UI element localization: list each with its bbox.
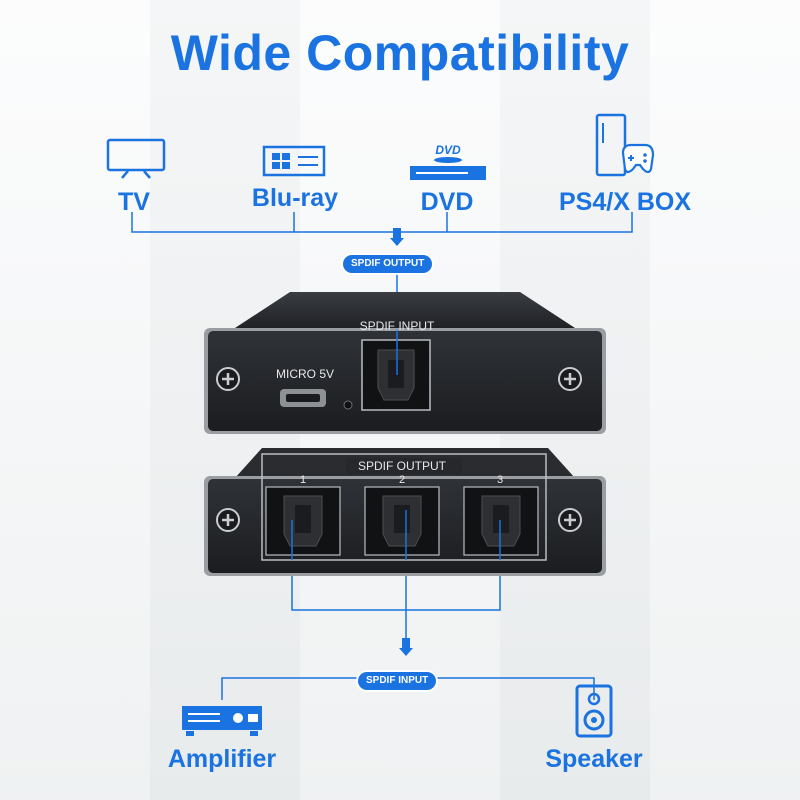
device-output-label: SPDIF OUTPUT bbox=[358, 459, 447, 473]
spdif-output-pill: SPDIF OUTPUT bbox=[343, 255, 433, 273]
speaker-icon bbox=[575, 684, 613, 738]
source-label-console: PS4/X BOX bbox=[559, 188, 691, 216]
source-label-bluray: Blu-ray bbox=[251, 184, 339, 212]
background-panel bbox=[0, 0, 150, 800]
tv-icon bbox=[106, 138, 166, 179]
amplifier-icon bbox=[182, 706, 262, 736]
source-label-tv: TV bbox=[118, 188, 150, 216]
device-micro-label: MICRO 5V bbox=[276, 367, 334, 381]
game-console-icon bbox=[595, 113, 655, 177]
port-number: 2 bbox=[399, 474, 405, 486]
optical-port bbox=[463, 486, 539, 556]
headline: Wide Compatibility bbox=[170, 25, 630, 81]
source-label-dvd: DVD bbox=[420, 188, 474, 216]
dvd-logo: DVD bbox=[435, 143, 461, 157]
destination-label-amplifier: Amplifier bbox=[167, 745, 277, 773]
device-input-label: SPDIF INPUT bbox=[360, 319, 435, 333]
splitter-device: SPDIF INPUT MICRO 5V SPDIF OUTPUT 1 2 3 bbox=[204, 292, 606, 576]
destination-label-speaker: Speaker bbox=[545, 745, 643, 773]
spdif-input-pill: SPDIF INPUT bbox=[358, 672, 437, 690]
dvd-player-icon: DVD bbox=[410, 143, 486, 180]
optical-port bbox=[364, 486, 440, 556]
port-number: 1 bbox=[300, 474, 306, 486]
screw-icon bbox=[216, 367, 240, 391]
port-number: 3 bbox=[497, 474, 503, 486]
optical-port bbox=[265, 486, 341, 556]
bluray-player-icon bbox=[262, 145, 326, 177]
background-panel bbox=[650, 0, 800, 800]
